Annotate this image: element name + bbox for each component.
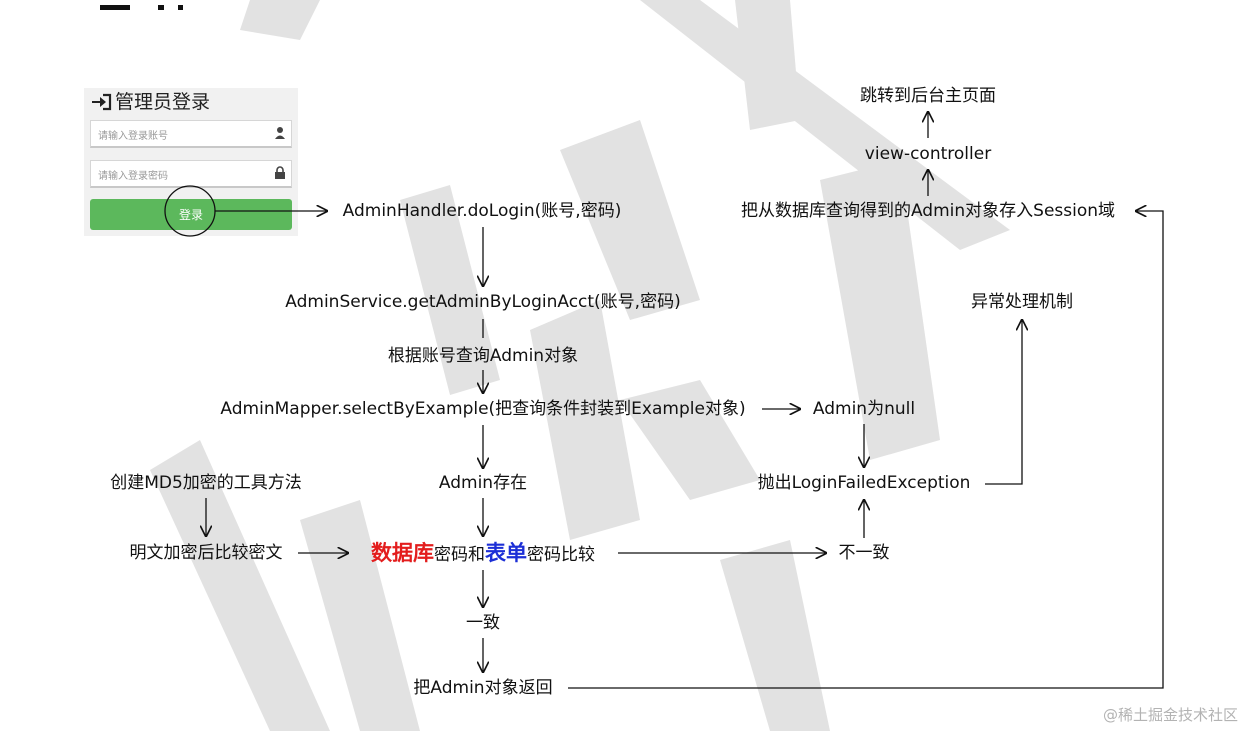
node-match: 一致 <box>466 613 500 633</box>
node-get-admin: AdminService.getAdminByLoginAcct(账号,密码) <box>285 292 681 312</box>
node-admin-null: Admin为null <box>812 399 916 419</box>
node-exception-mechanism: 异常处理机制 <box>971 292 1073 312</box>
lock-icon <box>275 166 285 179</box>
account-input[interactable]: 请输入登录账号 <box>90 120 292 148</box>
password-input[interactable]: 请输入登录密码 <box>90 160 292 188</box>
login-button[interactable]: 登录 <box>90 199 292 230</box>
compare-database-emphasis: 数据库 <box>371 541 434 565</box>
compare-form-emphasis: 表单 <box>485 541 527 565</box>
node-view-controller: view-controller <box>864 144 992 164</box>
arrow-throw-to-mechanism <box>985 320 1022 485</box>
site-watermark: @稀土掘金技术社区 <box>1102 706 1238 724</box>
login-button-highlight-circle <box>164 185 216 237</box>
login-icon <box>92 93 112 111</box>
compare-mid-text-1: 密码和 <box>434 545 485 565</box>
node-compare: 数据库密码和表单密码比较 <box>371 541 595 566</box>
node-create-md5: 创建MD5加密的工具方法 <box>110 473 302 493</box>
password-placeholder: 请输入登录密码 <box>98 171 168 182</box>
arrow-return-to-session <box>568 211 1164 689</box>
node-mismatch: 不一致 <box>838 543 890 563</box>
node-select-by-example: AdminMapper.selectByExample(把查询条件封装到Exam… <box>220 399 746 419</box>
top-cropped-heading <box>98 0 218 10</box>
account-placeholder: 请输入登录账号 <box>98 131 168 142</box>
node-query-by-acct: 根据账号查询Admin对象 <box>387 346 579 366</box>
login-title: 管理员登录 <box>115 91 211 113</box>
login-button-label: 登录 <box>178 208 203 222</box>
node-return-admin: 把Admin对象返回 <box>413 678 553 698</box>
node-jump-main: 跳转到后台主页面 <box>860 86 996 106</box>
user-icon <box>275 127 285 139</box>
node-plain-encrypt: 明文加密后比较密文 <box>129 543 283 563</box>
node-throw-exception: 抛出LoginFailedException <box>757 473 971 493</box>
node-admin-exists: Admin存在 <box>438 473 528 493</box>
node-store-session: 把从数据库查询得到的Admin对象存入Session域 <box>740 201 1116 221</box>
node-do-login: AdminHandler.doLogin(账号,密码) <box>342 201 622 221</box>
compare-mid-text-2: 密码比较 <box>527 545 595 565</box>
